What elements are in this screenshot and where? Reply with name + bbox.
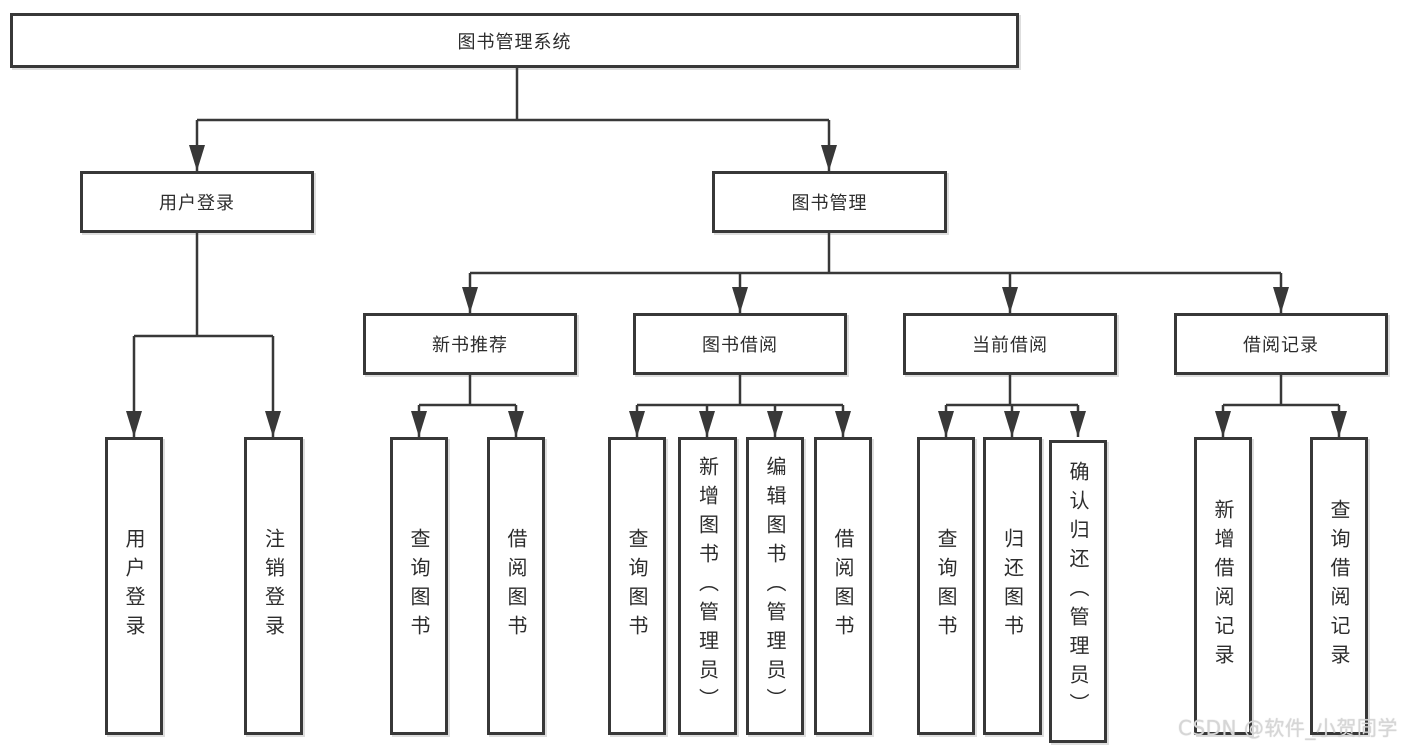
node-user-login: 用户登录 bbox=[80, 171, 314, 233]
leaf-logout: 注销登录 bbox=[244, 437, 303, 735]
leaf-edit-book-admin: 编辑图书（管理员） bbox=[746, 437, 804, 735]
node-label: 图书借阅 bbox=[702, 335, 778, 356]
node-label: 注销登录 bbox=[261, 528, 286, 644]
node-label: 借阅记录 bbox=[1243, 335, 1319, 356]
leaf-return-books: 归还图书 bbox=[983, 437, 1042, 735]
watermark: CSDN @软件_小贺同学 bbox=[1178, 716, 1398, 740]
leaf-query-books-current: 查询图书 bbox=[917, 437, 975, 735]
node-label: 借阅图书 bbox=[831, 528, 855, 644]
node-label: 查询图书 bbox=[625, 528, 649, 644]
node-label: 归还图书 bbox=[1000, 528, 1025, 644]
leaf-borrow-books-recommendation: 借阅图书 bbox=[487, 437, 545, 735]
node-book-borrowing: 图书借阅 bbox=[633, 313, 847, 375]
node-label: 查询图书 bbox=[934, 528, 958, 644]
node-label: 用户登录 bbox=[122, 528, 146, 644]
node-label: 新增借阅记录 bbox=[1211, 499, 1235, 673]
node-book-management: 图书管理 bbox=[712, 171, 947, 233]
node-label: 图书管理系统 bbox=[457, 31, 572, 53]
leaf-borrow-books-borrowing: 借阅图书 bbox=[814, 437, 872, 735]
node-library-management-system: 图书管理系统 bbox=[10, 13, 1019, 68]
node-label: 查询借阅记录 bbox=[1327, 499, 1351, 673]
node-new-book-recommendation: 新书推荐 bbox=[363, 313, 577, 375]
node-label: 借阅图书 bbox=[504, 528, 528, 644]
node-label: 当前借阅 bbox=[972, 335, 1048, 356]
node-current-borrowing: 当前借阅 bbox=[903, 313, 1117, 375]
leaf-add-book-admin: 新增图书（管理员） bbox=[678, 437, 737, 735]
leaf-confirm-return-admin: 确认归还（管理员） bbox=[1049, 440, 1107, 743]
leaf-query-books-recommendation: 查询图书 bbox=[390, 437, 448, 735]
node-label: 查询图书 bbox=[407, 528, 431, 644]
node-label: 新书推荐 bbox=[432, 335, 508, 356]
node-label: 新增图书（管理员） bbox=[695, 455, 720, 717]
node-label: 确认归还（管理员） bbox=[1066, 461, 1090, 722]
node-label: 用户登录 bbox=[159, 193, 235, 214]
node-label: 编辑图书（管理员） bbox=[763, 455, 787, 717]
node-borrow-records: 借阅记录 bbox=[1174, 313, 1388, 375]
leaf-query-books-borrowing: 查询图书 bbox=[608, 437, 666, 735]
leaf-user-login: 用户登录 bbox=[105, 437, 163, 735]
leaf-add-borrow-record: 新增借阅记录 bbox=[1194, 437, 1252, 735]
node-label: 图书管理 bbox=[791, 193, 868, 214]
leaf-query-borrow-record: 查询借阅记录 bbox=[1310, 437, 1368, 735]
